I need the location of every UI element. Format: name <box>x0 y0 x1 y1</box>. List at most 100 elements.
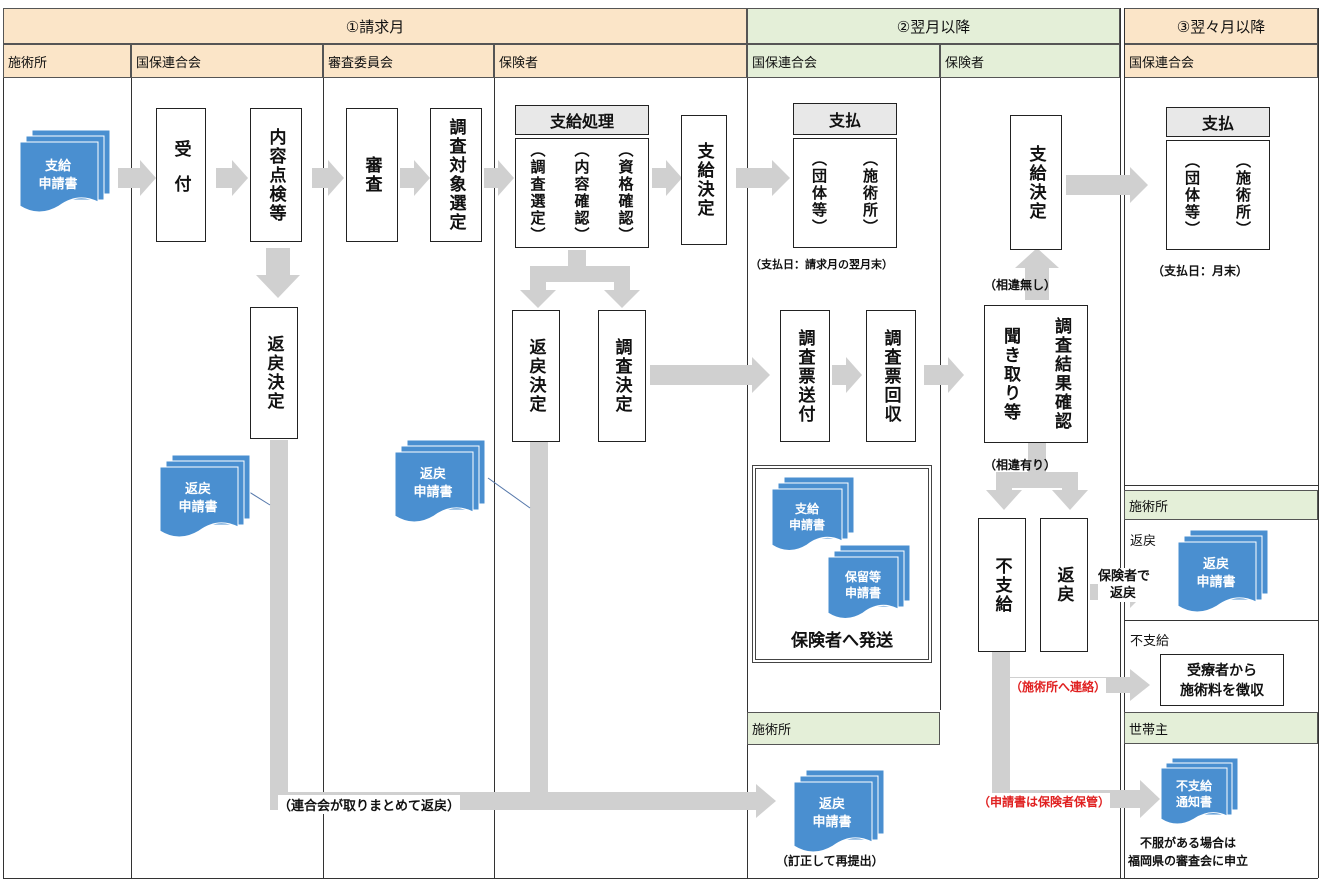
doc-label: 不支給 <box>1176 778 1213 793</box>
arrow <box>256 248 300 298</box>
doc-label: 返戻 <box>420 466 446 482</box>
arrow <box>1028 440 1046 480</box>
note-line: 返戻 <box>1110 586 1137 601</box>
doc-label: 申請書 <box>178 499 217 515</box>
arrow <box>736 160 790 196</box>
grid-line <box>940 78 941 710</box>
box-label: 審査 <box>361 156 382 194</box>
note-line: 不服がある場合は <box>1140 836 1237 850</box>
box-naiyou-tenken: 内容点検等 <box>250 108 302 242</box>
header-period1-label: ①請求月 <box>345 17 405 36</box>
box-shiharai-1: （施術所） （団体等） <box>793 138 897 248</box>
arrow <box>986 472 1022 510</box>
note-souinashi: （相違無し） <box>984 278 1057 292</box>
arrow <box>520 266 556 308</box>
box-chousahyo-kaishu: 調査票回収 <box>866 310 916 442</box>
arrow <box>832 357 862 393</box>
note-shiharaibi-1: （支払日：請求月の翌月末） <box>750 258 893 271</box>
arrow <box>1140 780 1160 818</box>
doc-label: 申請書 <box>1196 574 1235 590</box>
box-label: （資格確認） <box>616 142 635 244</box>
henrei-doc-icon-2: 返戻 申請書 <box>394 440 486 523</box>
arrow <box>484 160 514 196</box>
note-shiharaibi-2: （支払日：月末） <box>1152 264 1249 278</box>
grid-line <box>747 78 748 878</box>
row-header-label: 世帯主 <box>1129 722 1169 738</box>
box-label: 不支給 <box>991 556 1012 614</box>
box-shinsa: 審査 <box>346 108 398 242</box>
box-shikyu-kettei-2: 支給決定 <box>1010 115 1062 250</box>
subheader-label: 保険者 <box>499 55 539 71</box>
box-henrei: 返戻 <box>1040 518 1088 652</box>
box-label: （内容確認） <box>572 142 591 244</box>
box-uketsuke: 受付 <box>156 108 206 242</box>
box-henrei-kettei-2: 返戻決定 <box>512 310 560 442</box>
box-chousa-kekka: 調査結果確認 聞き取り等 <box>984 305 1088 443</box>
arrow <box>650 357 770 393</box>
arrow <box>996 472 1078 488</box>
arrow <box>604 266 640 308</box>
box-label: 返戻決定 <box>525 338 546 414</box>
box-henrei-kettei-1: 返戻決定 <box>250 307 298 439</box>
row-header-shijutsujo: 施術所 <box>1124 490 1318 520</box>
shikyu-shinsei-doc-icon-2: 支給 申請書 <box>771 477 855 551</box>
box-shikyu-kettei-1: 支給決定 <box>681 115 727 245</box>
box-label: （施術所） <box>1234 152 1252 238</box>
doc-label: 返戻 <box>1203 556 1229 572</box>
box-choushu: 受療者から 施術料を徴収 <box>1160 654 1284 706</box>
box-label: 聞き取り等 <box>1000 326 1020 422</box>
grid-line <box>323 78 324 878</box>
grid-line <box>494 78 495 878</box>
note-rengoukai: （連合会が取りまとめて返戻） <box>278 795 461 814</box>
subheader-label: 審査委員会 <box>328 55 394 71</box>
box-chousa-taishou: 調査対象選定 <box>430 108 482 242</box>
connector-line <box>487 477 531 509</box>
box-hokensha-hassou: 支給 申請書 保留等 申請書 保険者へ発送 <box>752 465 932 663</box>
box-label: 支払 <box>1201 114 1234 133</box>
henrei-doc-icon-3: 返戻 申請書 <box>793 770 885 853</box>
arrow <box>1130 669 1150 701</box>
arrow <box>530 266 630 282</box>
horyu-doc-icon: 保留等 申請書 <box>827 545 911 619</box>
arrow <box>270 440 288 800</box>
box-shiharai-1-title: 支払 <box>793 103 897 135</box>
doc-label: 申請書 <box>812 814 851 830</box>
note-line: 福岡県の審査会に申立 <box>1128 854 1249 868</box>
box-shikyu-shori-title: 支給処理 <box>515 105 649 135</box>
arrow <box>924 357 964 393</box>
arrow <box>530 442 548 800</box>
subheader-label: 国保連合会 <box>752 55 818 71</box>
arrow <box>118 160 156 196</box>
arrow <box>216 160 248 196</box>
grid-line <box>131 78 132 878</box>
row-header-label: 施術所 <box>1129 499 1169 515</box>
henrei-doc-icon-1: 返戻 申請書 <box>159 455 251 538</box>
box-label: 調査対象選定 <box>445 118 466 232</box>
subheader-shijutsujo: 施術所 <box>3 44 131 78</box>
arrow <box>992 652 1010 802</box>
doc-label: 通知書 <box>1176 794 1212 809</box>
note-renraku: （施術所へ連絡） <box>1010 678 1107 695</box>
box-label: （団体等） <box>810 150 828 236</box>
header-period1: ①請求月 <box>3 8 747 44</box>
subheader-hokensha-2: 保険者 <box>940 44 1120 78</box>
subheader-kokuho-2: 国保連合会 <box>747 44 940 78</box>
note-hokan: （申請書は保険者保管） <box>978 793 1111 810</box>
note-fushikyu-label: 不支給 <box>1130 634 1170 649</box>
note-hokensha-de: 保険者で 返戻 <box>1098 568 1151 602</box>
header-period3-label: ③翌々月以降 <box>1176 17 1266 36</box>
doc-label: 申請書 <box>789 517 825 532</box>
doc-label: 申請書 <box>845 585 881 600</box>
box-shiharai-2: （施術所） （団体等） <box>1166 140 1270 250</box>
box-label: 内容点検等 <box>265 127 286 223</box>
subheader-shinsa: 審査委員会 <box>323 44 494 78</box>
fushikyu-doc-icon: 不支給 通知書 <box>1160 758 1239 825</box>
doc-label: 保留等 <box>844 569 881 584</box>
box-label: 受療者から <box>1187 663 1257 679</box>
grid-line <box>1124 620 1318 621</box>
subheader-label: 保険者 <box>945 55 985 71</box>
grid-line <box>3 78 4 878</box>
box-label: 調査決定 <box>611 338 632 414</box>
shikyu-shinsei-doc-icon: 支給 申請書 <box>19 130 111 213</box>
subheader-hokensha-1: 保険者 <box>494 44 747 78</box>
